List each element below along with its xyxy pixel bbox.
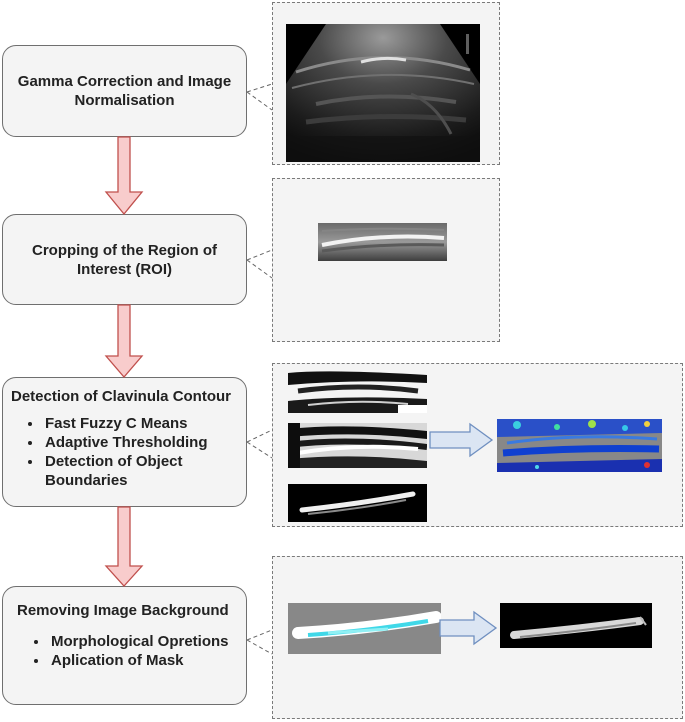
bullet-item: Aplication of Mask (49, 651, 236, 670)
bullet-item: Detection of Object Boundaries (43, 452, 238, 490)
bullet-item: Fast Fuzzy C Means (43, 414, 238, 433)
panel-ultrasound-image (272, 2, 500, 165)
step-bullet-list: Morphological Opretions Aplication of Ma… (17, 632, 236, 670)
connector-step4-panel4 (246, 629, 273, 655)
ultrasound-image (286, 24, 480, 162)
step-title: Gamma Correction and Image Normalisation (17, 73, 232, 109)
panel-cropped-roi (272, 178, 500, 342)
adaptive-threshold-result-image (288, 423, 427, 468)
panel-contour-detection (272, 363, 683, 527)
fuzzy-c-means-result-image (288, 369, 427, 413)
flow-arrow-2 (104, 304, 144, 378)
segmented-contour-color-image (497, 419, 662, 472)
flow-arrow-1 (104, 136, 144, 216)
step-contour-detection: Detection of Clavinula Contour Fast Fuzz… (2, 377, 247, 507)
background-removed-image (500, 603, 652, 648)
bullet-item: Adaptive Thresholding (43, 433, 238, 452)
masked-overlay-image (288, 603, 441, 654)
step-title: Removing Image Background (17, 602, 229, 619)
step-remove-background: Removing Image Background Morphological … (2, 586, 247, 705)
panel-background-removal (272, 556, 683, 719)
step-cropping-roi: Cropping of the Region of Interest (ROI) (2, 214, 247, 305)
step-title: Cropping of the Region of Interest (ROI) (32, 241, 217, 278)
bullet-item: Morphological Opretions (49, 632, 236, 651)
cropped-roi-image (318, 223, 447, 261)
connector-step3-panel3 (246, 429, 273, 459)
flow-arrow-3 (104, 506, 144, 587)
object-boundary-result-image (288, 484, 427, 522)
step-bullet-list: Fast Fuzzy C Means Adaptive Thresholding… (11, 414, 238, 490)
step-title: Detection of Clavinula Contour (11, 388, 232, 405)
connector-step2-panel2 (246, 249, 273, 279)
connector-step1-panel1 (246, 83, 273, 111)
step-gamma-correction: Gamma Correction and Image Normalisation (2, 45, 247, 137)
